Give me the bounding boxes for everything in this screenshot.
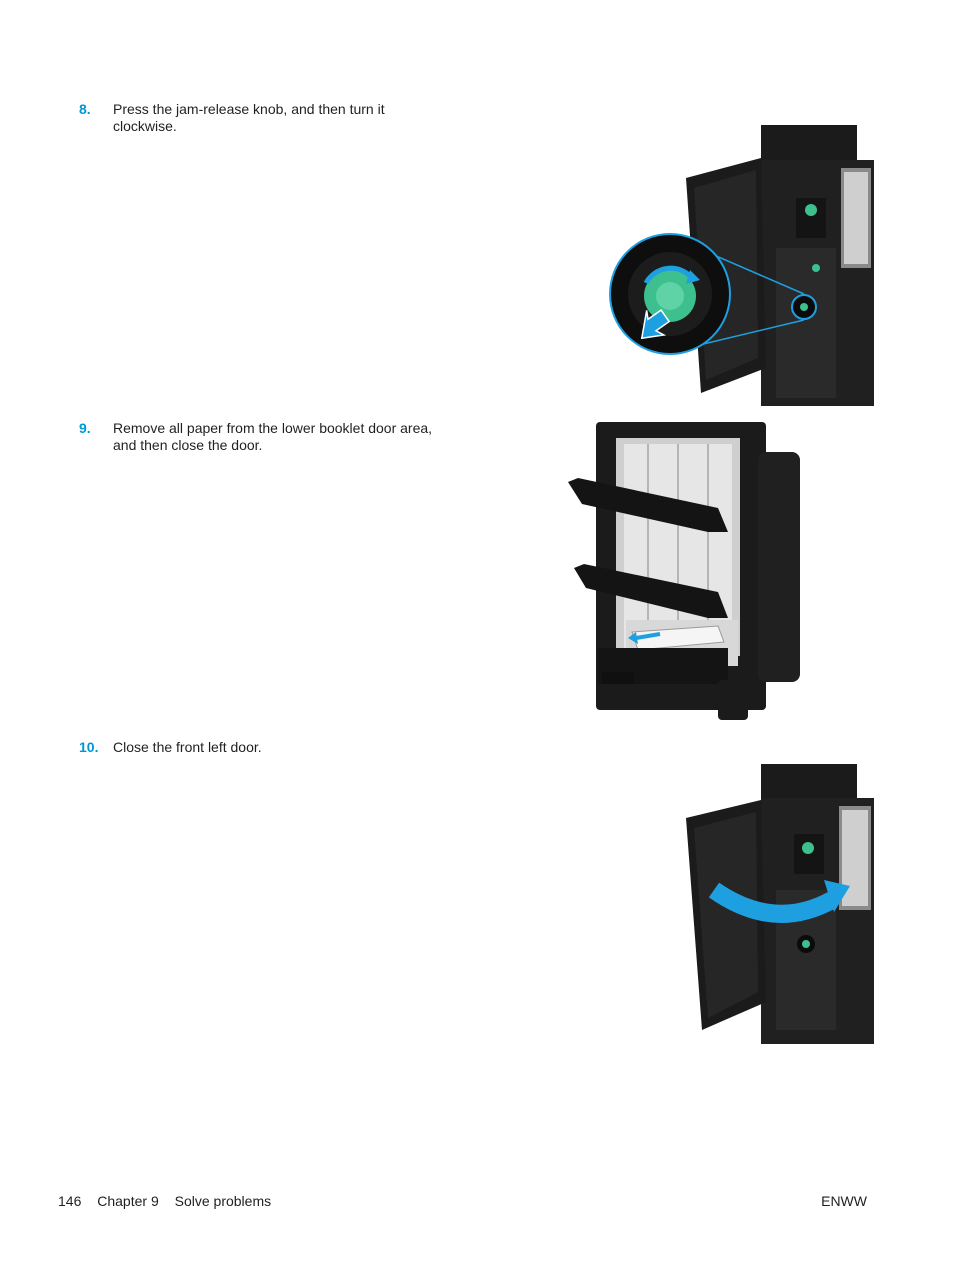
step-number: 9. [79, 420, 91, 436]
step-text: Close the front left door. [113, 739, 262, 755]
step-number: 8. [79, 101, 91, 117]
section-label: Solve problems [174, 1193, 272, 1209]
finisher-jam-release-knob-illustration [609, 125, 874, 406]
step-text: Press the jam-release knob, and then tur… [113, 101, 385, 134]
step-number: 10. [79, 739, 99, 755]
footer-left: 146 Chapter 9 Solve problems [58, 1193, 283, 1209]
step-text: Remove all paper from the lower booklet … [113, 420, 433, 453]
footer-right: ENWW [821, 1193, 867, 1209]
page-number: 146 [58, 1193, 82, 1209]
booklet-maker-lower-door-illustration [568, 422, 800, 720]
chapter-label: Chapter 9 [97, 1193, 159, 1209]
finisher-close-front-door-illustration [686, 764, 874, 1044]
